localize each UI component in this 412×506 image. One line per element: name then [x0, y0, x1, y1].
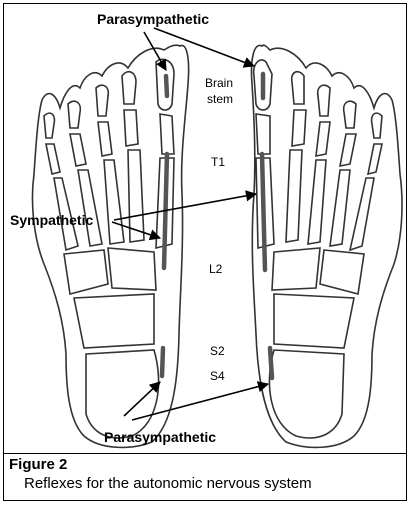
sympathetic-label: Sympathetic — [10, 212, 93, 228]
caption-divider — [4, 453, 406, 454]
right-foot-outline — [251, 45, 402, 447]
stem-label: stem — [207, 92, 233, 106]
figure-frame: Parasympathetic Sympathetic Parasympathe… — [3, 3, 407, 501]
right-sacral-reflex — [270, 348, 272, 378]
right-foot — [251, 45, 402, 447]
l2-label: L2 — [209, 262, 223, 276]
spine-level-labels: Brain stem T1 L2 S2 S4 — [205, 76, 233, 383]
figure-caption: Reflexes for the autonomic nervous syste… — [24, 475, 312, 492]
t1-label: T1 — [211, 155, 225, 169]
figure-title: Figure 2 — [9, 456, 67, 473]
brain-label: Brain — [205, 76, 233, 90]
foot-reflexology-diagram: Parasympathetic Sympathetic Parasympathe… — [4, 4, 408, 452]
arrow-symp-right — [114, 194, 256, 220]
right-spinal-reflex — [262, 154, 265, 270]
left-brainstem-reflex — [166, 76, 167, 96]
parasympathetic-bottom-label: Parasympathetic — [104, 429, 216, 445]
s2-label: S2 — [210, 344, 225, 358]
s4-label: S4 — [210, 369, 225, 383]
left-sacral-reflex — [162, 348, 163, 376]
parasympathetic-top-label: Parasympathetic — [97, 11, 209, 27]
arrow-para-bottom-left — [124, 382, 160, 416]
arrow-symp-left — [112, 222, 160, 238]
